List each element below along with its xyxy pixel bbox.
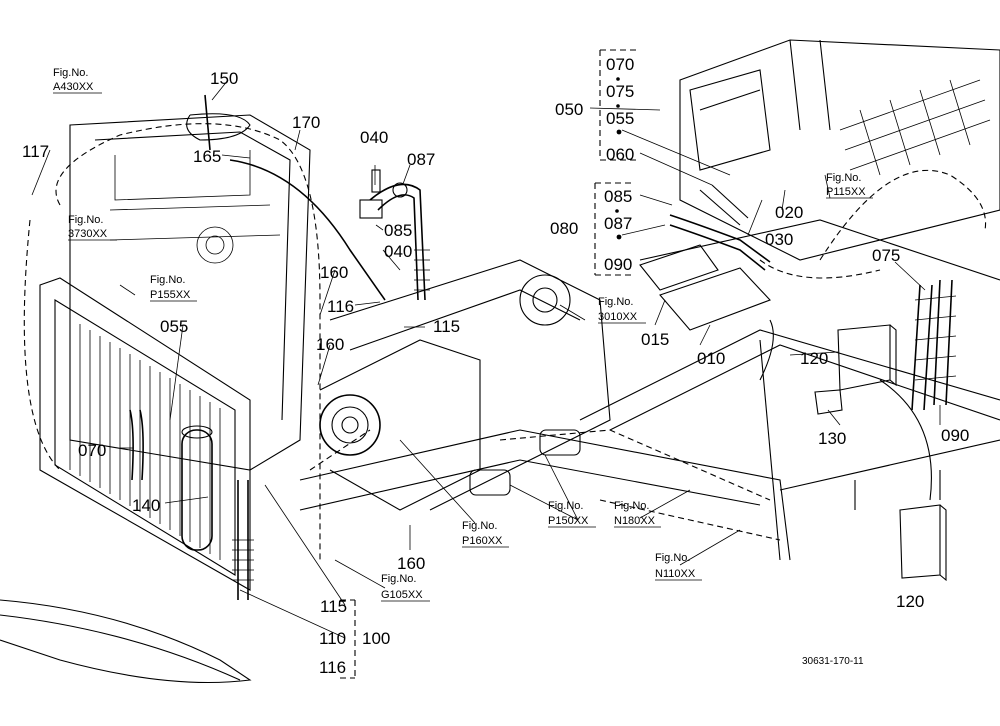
svg-text:Fig.No.: Fig.No. (598, 296, 633, 308)
part-label-085-left: 085 (384, 221, 412, 240)
part-label-030: 030 (765, 230, 793, 249)
svg-text:Fig.No.: Fig.No. (150, 274, 185, 286)
fig-ref-3730xx[interactable]: Fig.No. 3730XX (68, 214, 117, 241)
svg-text:Fig.No.: Fig.No. (381, 573, 416, 585)
part-label-087-top: 087 (407, 150, 435, 169)
svg-text:P115XX: P115XX (826, 186, 866, 198)
range-dot-070-075 (616, 77, 620, 81)
part-label-130: 130 (818, 429, 846, 448)
fig-ref-g105xx[interactable]: Fig.No. G105XX (381, 573, 430, 602)
fig-ref-p160xx[interactable]: Fig.No. P160XX (462, 520, 509, 548)
svg-text:Fig.No.: Fig.No. (68, 214, 103, 226)
figure-references: Fig.No. A430XX Fig.No. 3730XX Fig.No. P1… (53, 67, 873, 602)
part-label-050: 050 (555, 100, 583, 119)
svg-text:Fig.No.: Fig.No. (53, 67, 88, 79)
part-label-090-top: 090 (604, 255, 632, 274)
part-label-060: 060 (606, 145, 634, 164)
hvac-grid (839, 79, 991, 176)
part-label-020: 020 (775, 203, 803, 222)
part-number-labels: 150 170 040 087 117 165 085 040 160 116 … (22, 55, 969, 677)
part-label-160-upper: 160 (320, 263, 348, 282)
svg-text:G105XX: G105XX (381, 589, 423, 601)
part-label-170: 170 (292, 113, 320, 132)
part-label-070-left: 070 (78, 441, 106, 460)
part-label-055-right: 055 (606, 109, 634, 128)
part-label-080: 080 (550, 219, 578, 238)
part-label-140: 140 (132, 496, 160, 515)
svg-text:Fig.No.: Fig.No. (826, 172, 861, 184)
part-label-015: 015 (641, 330, 669, 349)
part-label-115-lower: 115 (320, 597, 347, 616)
part-label-075-top: 075 (606, 82, 634, 101)
part-label-116-lower: 116 (319, 658, 346, 677)
part-label-085-right: 085 (604, 187, 632, 206)
part-label-100: 100 (362, 629, 390, 648)
fig-ref-n110xx[interactable]: Fig.No. N110XX (655, 552, 702, 581)
part-label-110: 110 (319, 629, 346, 648)
part-label-160-lower: 160 (397, 554, 425, 573)
svg-text:N180XX: N180XX (614, 515, 656, 527)
part-label-117: 117 (22, 142, 49, 161)
svg-text:Fig.No.: Fig.No. (548, 500, 583, 512)
part-label-090-right: 090 (941, 426, 969, 445)
part-label-087-right: 087 (604, 214, 632, 233)
drawing-number: 30631-170-11 (802, 656, 864, 667)
bullet-055 (616, 129, 622, 135)
fig-ref-n180xx[interactable]: Fig.No. N180XX (614, 500, 661, 528)
part-label-150: 150 (210, 69, 238, 88)
part-label-120-upper: 120 (800, 349, 828, 368)
part-label-160-middle: 160 (316, 335, 344, 354)
svg-text:3010XX: 3010XX (598, 311, 638, 323)
svg-text:A430XX: A430XX (53, 81, 94, 93)
range-dot-085-087 (615, 209, 619, 213)
part-label-115-upper: 115 (433, 317, 460, 336)
svg-text:Fig.No.: Fig.No. (614, 500, 649, 512)
part-label-040-top: 040 (360, 128, 388, 147)
svg-text:P155XX: P155XX (150, 289, 191, 301)
fig-ref-a430xx[interactable]: Fig.No. A430XX (53, 67, 102, 94)
machine-line-art (0, 39, 1000, 683)
svg-text:P160XX: P160XX (462, 535, 503, 547)
fig-ref-p150xx[interactable]: Fig.No. P150XX (548, 500, 596, 528)
fig-ref-3010xx[interactable]: Fig.No. 3010XX (598, 296, 646, 324)
bullet-087 (616, 234, 622, 240)
part-label-055-left: 055 (160, 317, 188, 336)
part-label-116-upper: 116 (327, 297, 354, 316)
svg-text:N110XX: N110XX (655, 568, 696, 580)
svg-text:Fig.No.: Fig.No. (462, 520, 497, 532)
part-label-040-left: 040 (384, 242, 412, 261)
svg-text:P150XX: P150XX (548, 515, 589, 527)
part-label-070-right: 070 (606, 55, 634, 74)
leader-lines (31, 79, 941, 639)
fig-ref-p115xx[interactable]: Fig.No. P115XX (826, 172, 873, 199)
part-label-075-right: 075 (872, 246, 900, 265)
svg-text:3730XX: 3730XX (68, 228, 108, 240)
svg-text:Fig.No.: Fig.No. (655, 552, 690, 564)
range-dot-075-055 (616, 104, 620, 108)
part-label-010: 010 (697, 349, 725, 368)
part-label-120-lower: 120 (896, 592, 924, 611)
condenser-fins (69, 318, 221, 560)
part-label-165: 165 (193, 147, 221, 166)
fig-ref-p155xx[interactable]: Fig.No. P155XX (150, 274, 197, 302)
